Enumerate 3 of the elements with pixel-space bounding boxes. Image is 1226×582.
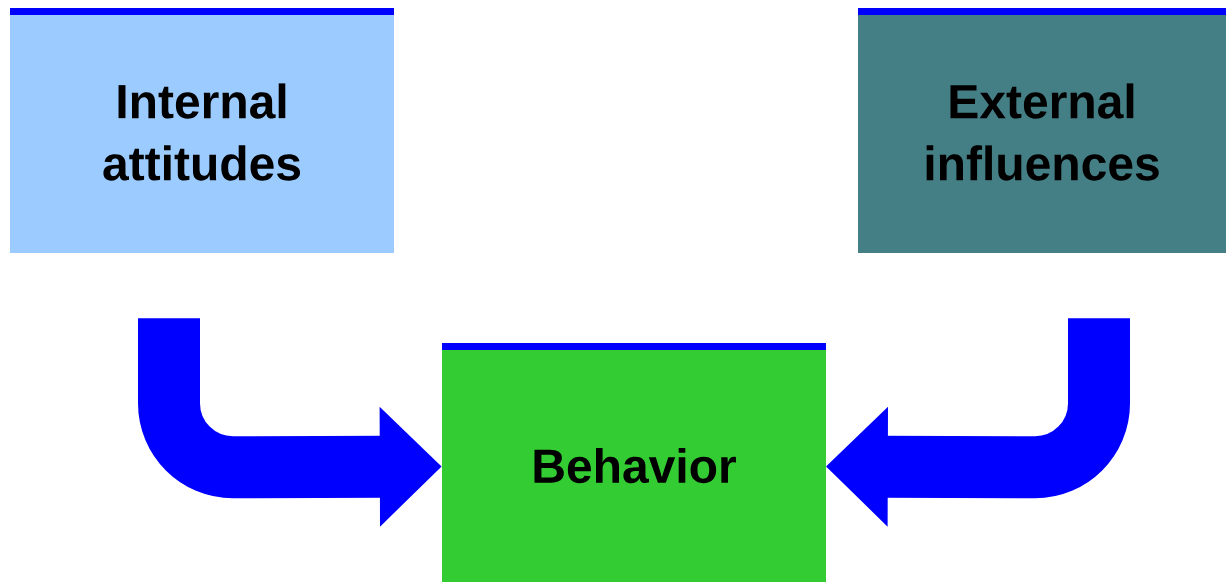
process-box: External influences [858, 8, 1226, 253]
process-box: Behavior [442, 343, 826, 582]
process-box: Internal attitudes [10, 8, 394, 253]
